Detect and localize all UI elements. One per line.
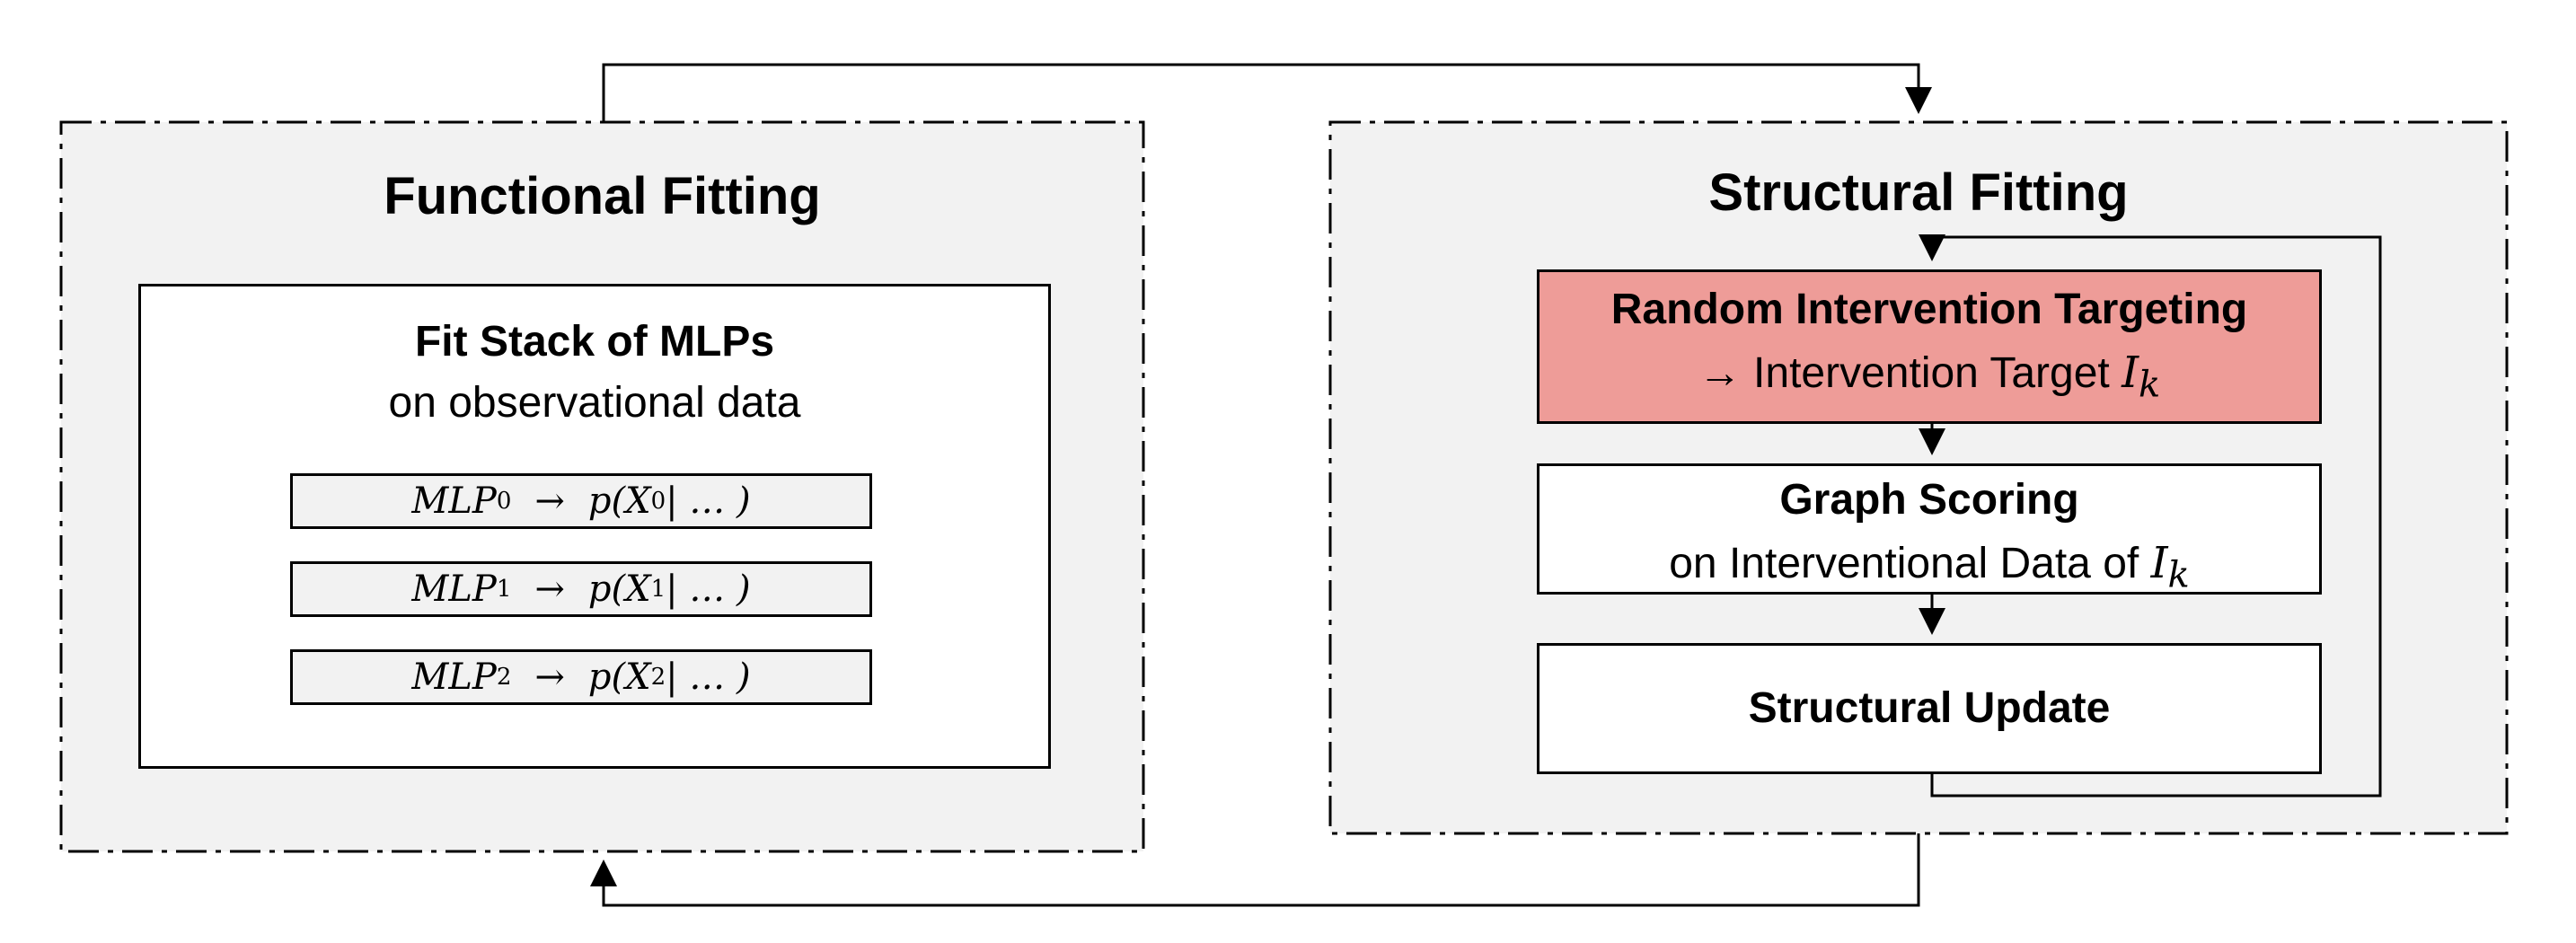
intervention-targeting-title: Random Intervention Targeting [1610, 286, 2248, 333]
structural-update-title: Structural Update [1748, 684, 2111, 732]
mlp-stack-subtitle: on observational data [388, 379, 801, 427]
mlp-distribution: p(X [587, 480, 651, 522]
graph-scoring-text: on Interventional Data of [1669, 540, 2151, 587]
functional-to-structural-arrow [602, 63, 1932, 122]
functional-fitting-title: Functional Fitting [384, 167, 821, 225]
mlp-arrow: → [534, 480, 565, 522]
mlp-stack-title: Fit Stack of MLPs [414, 318, 775, 366]
functional-fitting-panel: Functional Fitting Fit Stack of MLPs on … [61, 122, 1143, 851]
mlp-stack-box: Fit Stack of MLPs on observational data … [138, 284, 1051, 769]
intervention-target-text: → Intervention Target [1698, 349, 2122, 397]
mlp-distribution-tail: | … ) [666, 657, 751, 698]
intervention-target-index: k [2139, 364, 2161, 406]
mlp-variable-index: 2 [650, 664, 666, 691]
mlp-model-index: 2 [496, 664, 512, 691]
mlp-model-index: 0 [496, 488, 512, 515]
intervention-targeting-subtitle: → Intervention Target Ik [1539, 351, 2319, 403]
mlp-variable-index: 1 [650, 576, 666, 603]
graph-scoring-box: Graph Scoring on Interventional Data of … [1537, 463, 2322, 595]
structural-fitting-title: Structural Fitting [1708, 163, 2129, 222]
mlp-distribution-tail: | … ) [666, 480, 751, 522]
mlp-distribution: p(X [587, 568, 651, 610]
mlp-variable-index: 0 [650, 488, 666, 515]
mlp-distribution-tail: | … ) [666, 568, 751, 610]
graph-scoring-symbol: I [2150, 538, 2168, 588]
intervention-targeting-box: Random Intervention Targeting → Interven… [1537, 269, 2322, 424]
mlp-model-label: MLP [411, 480, 497, 522]
structural-update-box: Structural Update [1537, 643, 2322, 774]
graph-scoring-title: Graph Scoring [1779, 476, 2079, 524]
mlp-arrow: → [534, 568, 565, 610]
mlp-arrow: → [534, 657, 565, 698]
mlp-distribution: p(X [587, 657, 651, 698]
graph-scoring-subtitle: on Interventional Data of Ik [1539, 542, 2319, 594]
mlp-model-label: MLP [411, 568, 497, 610]
graph-scoring-index: k [2167, 554, 2190, 596]
mlp-model-label: MLP [411, 657, 497, 698]
structural-fitting-panel: Structural Fitting Random Intervention T… [1330, 122, 2507, 833]
intervention-target-symbol: I [2122, 348, 2139, 398]
mlp-model-index: 1 [496, 576, 512, 603]
